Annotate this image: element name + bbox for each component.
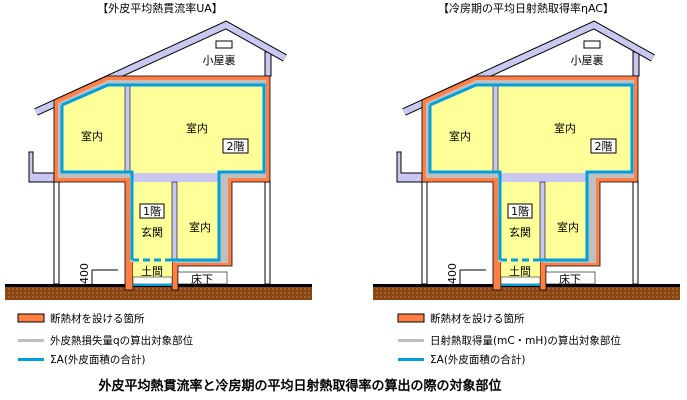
room-label-1f: 室内 <box>189 220 211 234</box>
underfloor-label: 床下 <box>191 272 213 286</box>
legend-label: 断熱材を設ける箇所 <box>430 312 525 325</box>
room-label-2f-left: 室内 <box>81 129 103 143</box>
house-section-ua: 【外皮平均熱貫流率UA】 小屋裏 <box>5 1 312 366</box>
floor-2-label: 2階 <box>227 139 245 153</box>
envelope-area-line-left <box>428 105 502 260</box>
interior-rooms <box>430 84 632 260</box>
doma-label: 土間 <box>141 265 163 278</box>
ground <box>5 284 312 300</box>
floor-2f <box>133 173 219 182</box>
partition-1f <box>539 181 546 261</box>
caption: 外皮平均熱貫流率と冷房期の平均日射熱取得率の算出の際の対象部位 <box>97 378 501 394</box>
house-title: 【外皮平均熱貫流率UA】 <box>97 1 223 15</box>
floor-1-badge <box>139 203 165 219</box>
gray-line-icon <box>18 339 44 342</box>
legend-label: 断熱材を設ける箇所 <box>50 312 145 325</box>
underfloor-label: 床下 <box>559 272 581 286</box>
floor-1-badge <box>507 203 533 219</box>
floor-2-label: 2階 <box>595 139 613 153</box>
underfloor-space <box>177 271 228 285</box>
doma-label: 土間 <box>509 265 531 278</box>
interior-rooms <box>62 84 264 260</box>
underfloor-space <box>545 271 596 285</box>
partition-2f <box>492 83 499 173</box>
height-dimension <box>91 269 118 284</box>
legend-label: 外皮熱損失量qの算出対象部位 <box>50 334 194 347</box>
floor-1-label: 1階 <box>143 204 161 218</box>
envelope-area-line-left <box>60 105 134 260</box>
envelope-area-line <box>61 83 266 262</box>
floor-2-badge <box>222 138 249 154</box>
house-section-eta-ac: 【冷房期の平均日射熱取得率ηAC】 小屋裏 <box>373 1 680 366</box>
height-dimension <box>459 269 486 284</box>
blue-line-icon <box>398 358 424 361</box>
attic-vent <box>583 40 601 49</box>
legend-label: 日射熱取得量(mC・mH)の算出対象部位 <box>430 334 621 347</box>
height-dimension-label: 400 <box>446 263 459 284</box>
envelope-area-line <box>429 83 634 262</box>
floor-1-label: 1階 <box>511 204 529 218</box>
room-label-2f-left: 室内 <box>449 129 471 143</box>
doma-slab <box>132 276 173 285</box>
insulation-swatch-icon <box>17 313 45 323</box>
legend: 断熱材を設ける箇所 外皮熱損失量qの算出対象部位 ΣA(外皮面積の合計) <box>17 312 194 366</box>
room-label-2f-right: 室内 <box>186 121 208 135</box>
gray-line-icon <box>398 339 424 342</box>
floor-2-badge <box>590 138 617 154</box>
doma-area <box>501 260 540 277</box>
entrance-label: 玄関 <box>141 225 163 239</box>
attic-vent <box>215 40 233 49</box>
blue-line-icon <box>18 358 44 361</box>
balcony <box>28 151 55 183</box>
height-dimension-label: 400 <box>78 263 91 284</box>
doma-area <box>133 260 172 277</box>
partition-2f <box>124 83 131 173</box>
legend-label: ΣA(外皮面積の合計) <box>50 353 146 366</box>
partition-1f <box>171 181 178 261</box>
entrance-label: 玄関 <box>509 225 531 239</box>
room-label-1f: 室内 <box>557 220 579 234</box>
attic-label: 小屋裏 <box>571 53 604 67</box>
floor-2f <box>501 173 587 182</box>
ground <box>373 284 680 300</box>
attic-label: 小屋裏 <box>203 53 236 67</box>
insulation-swatch-icon <box>397 313 425 323</box>
legend: 断熱材を設ける箇所 日射熱取得量(mC・mH)の算出対象部位 ΣA(外皮面積の合… <box>397 312 621 366</box>
doma-slab <box>500 276 541 285</box>
balcony <box>396 151 423 183</box>
house-title: 【冷房期の平均日射熱取得率ηAC】 <box>438 1 614 15</box>
room-label-2f-right: 室内 <box>554 121 576 135</box>
legend-label: ΣA(外皮面積の合計) <box>430 353 526 366</box>
